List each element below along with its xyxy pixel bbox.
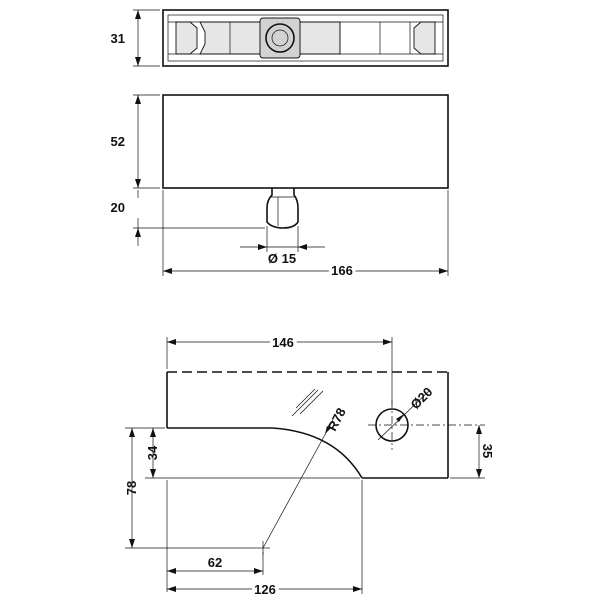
cutout-view (125, 337, 485, 594)
dim-31-arrow-bottom (135, 57, 141, 66)
dim-146-arrow-left (167, 339, 176, 345)
top-view-boss-hole (271, 29, 289, 47)
dim-166-arrow-right (439, 268, 448, 274)
dim-20-leader-arrow (396, 414, 404, 422)
dim-bottom-width: 146 (272, 335, 294, 350)
dim-52-arrow-top (135, 95, 141, 104)
top-view-outline (162, 9, 449, 67)
dim-notch-height: 34 (145, 445, 160, 460)
dim-62-arrow-right (254, 568, 263, 574)
dim-r78-leader (262, 419, 334, 549)
dim-15-arrow-left (258, 244, 267, 250)
dim-overall-width: 166 (331, 263, 353, 278)
dim-31-arrow-top (135, 10, 141, 19)
dim-35-arrow-bottom (476, 469, 482, 478)
glass-hatch-3 (295, 388, 316, 409)
glass-hatch-2 (299, 390, 324, 415)
dim-pin-height: 20 (111, 200, 125, 215)
dim-notch-length: 126 (254, 582, 276, 597)
front-view-pin (266, 188, 299, 229)
dim-62-arrow-left (167, 568, 176, 574)
front-view-outline (162, 94, 449, 189)
dim-top-height: 31 (111, 31, 125, 46)
dim-center-offset: 62 (208, 555, 222, 570)
dim-34-arrow-top (150, 428, 156, 437)
top-view-center-block-right (299, 21, 341, 55)
dim-hole-offset: 35 (480, 444, 495, 458)
glass-hatch-1 (291, 389, 319, 417)
top-view (133, 9, 449, 67)
dim-52-arrow-bottom (135, 179, 141, 188)
dim-35-arrow-top (476, 425, 482, 434)
dim-15-arrow-right (298, 244, 307, 250)
dim-20-arrow-bottom (135, 228, 141, 237)
dim-78-arrow-bottom (129, 539, 135, 548)
dim-78-arrow-top (129, 428, 135, 437)
dim-166-arrow-left (163, 268, 172, 274)
dim-front-height: 52 (111, 134, 125, 149)
dim-34-arrow-bottom (150, 469, 156, 478)
top-view-boss-ring (265, 23, 295, 53)
dim-r78-arrow (325, 426, 331, 434)
dim-radius: R78 (324, 405, 348, 433)
top-view-inner-frame (167, 14, 444, 62)
dim-146-arrow-right (383, 339, 392, 345)
front-view (133, 94, 449, 276)
dim-20-leader (377, 389, 431, 441)
top-view-right-clamp (413, 21, 436, 55)
cutout-radius-arc (271, 427, 363, 479)
dim-pin-diameter: Ø 15 (268, 251, 296, 266)
dim-plate-height: 78 (124, 481, 139, 495)
dim-126-arrow-left (167, 586, 176, 592)
dim-126-arrow-right (353, 586, 362, 592)
top-view-left-clamp (175, 21, 198, 55)
